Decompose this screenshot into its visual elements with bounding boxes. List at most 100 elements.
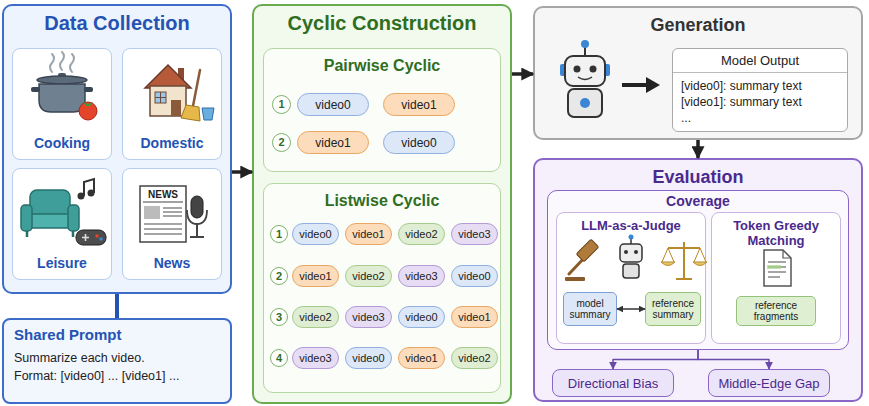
window-frame xyxy=(155,92,166,103)
armchair-arm xyxy=(21,205,32,231)
robot-body xyxy=(568,89,602,117)
video-pill: video3 xyxy=(451,223,498,245)
game-controller xyxy=(76,230,106,245)
video-pill: video1 xyxy=(345,223,392,245)
node-heading: video1 xyxy=(458,311,490,323)
node-heading: Shared Prompt xyxy=(14,326,122,343)
node-heading: Pairwise Cyclic xyxy=(324,57,441,75)
document-fold xyxy=(783,250,791,258)
video-pill: video0 xyxy=(297,93,369,116)
output-arrow-head xyxy=(646,77,660,93)
controller-dpad xyxy=(82,234,89,241)
node-heading: News xyxy=(154,255,191,271)
node-heading: video0 xyxy=(458,270,490,282)
category-card: News xyxy=(122,168,222,280)
node-heading: video2 xyxy=(458,352,490,364)
node-heading: 2 xyxy=(276,271,282,282)
node-heading: Generation xyxy=(650,13,745,37)
controller-button xyxy=(95,234,99,238)
judge-robot-eye xyxy=(624,250,628,254)
tomato xyxy=(79,102,97,120)
document-icon xyxy=(764,250,791,286)
node-heading: video1 xyxy=(315,136,350,150)
newspaper xyxy=(140,186,186,242)
judge-robot-antenna-tip xyxy=(629,235,634,240)
step-number: 3 xyxy=(270,308,288,326)
microphone-head xyxy=(191,196,203,218)
music-note-stem xyxy=(84,179,94,196)
node-heading: video1 xyxy=(401,98,436,112)
video-pill: video1 xyxy=(292,265,339,287)
broom-bristles xyxy=(181,105,200,121)
tomato-leaf xyxy=(83,102,93,106)
node-heading: video1 xyxy=(405,352,437,364)
flow-connector xyxy=(115,294,119,318)
armchair-arm xyxy=(68,205,79,231)
node-heading: Cyclic Construction xyxy=(288,11,477,35)
node-heading: video3 xyxy=(299,352,331,364)
node-heading: 4 xyxy=(276,353,282,364)
pot-handle xyxy=(84,87,93,92)
metric-box: Directional Bias xyxy=(552,369,674,397)
node-heading: reference summary xyxy=(648,298,698,320)
node-heading: video1 xyxy=(352,228,384,240)
step-number: 4 xyxy=(270,349,288,367)
cyclic-construction-panel: Cyclic ConstructionPairwise Cyclic1video… xyxy=(252,4,512,404)
node-text: [video1]: summary text xyxy=(681,94,839,110)
step-number: 1 xyxy=(270,225,288,243)
node-heading: video1 xyxy=(299,270,331,282)
video-pill: video3 xyxy=(292,347,339,369)
document-lines xyxy=(768,262,786,277)
node-heading: video3 xyxy=(458,228,490,240)
node-heading: Listwise Cyclic xyxy=(325,192,440,210)
judge-robot-antenna xyxy=(630,238,632,244)
scale-frame xyxy=(668,242,700,279)
robot-eye xyxy=(590,66,597,73)
armchair-seat xyxy=(27,214,73,228)
video-pill: video1 xyxy=(398,347,445,369)
flow-connector xyxy=(698,350,769,369)
robot-eye xyxy=(574,66,581,73)
flow-connector xyxy=(512,72,533,76)
node-heading: 3 xyxy=(276,312,282,323)
node-heading: 2 xyxy=(278,137,284,148)
pot-knob xyxy=(58,73,66,78)
video-pill: video1 xyxy=(383,93,455,116)
pot-handle xyxy=(31,87,40,92)
node-heading: Cooking xyxy=(34,135,90,151)
judge-robot-head xyxy=(620,244,642,262)
summary-chip: model summary xyxy=(563,292,617,326)
robot-head xyxy=(565,56,605,86)
microphone-holder xyxy=(187,210,207,224)
chimney xyxy=(178,68,184,80)
scale-pan xyxy=(693,262,707,266)
step-number: 1 xyxy=(272,95,291,114)
video-pill: video0 xyxy=(451,265,498,287)
newspaper-masthead: NEWS xyxy=(141,189,185,200)
robot-antenna-tip xyxy=(581,40,589,48)
steam-line xyxy=(60,52,64,70)
armchair-legs xyxy=(27,231,73,237)
gavel-handle xyxy=(569,256,586,274)
video-pill: video1 xyxy=(451,306,498,328)
video-pill: video2 xyxy=(451,347,498,369)
shared-prompt-box: Shared PromptSummarize each video.Format… xyxy=(2,318,232,404)
node-heading: video2 xyxy=(299,311,331,323)
newspaper-lines xyxy=(144,208,182,234)
video-pill: video3 xyxy=(345,306,392,328)
category-card: Cooking xyxy=(12,48,112,160)
node-text: [video0]: summary text xyxy=(681,78,839,94)
fragment-chip: reference fragments xyxy=(736,296,816,326)
node-heading: video3 xyxy=(405,270,437,282)
judge-robot-body xyxy=(623,264,639,278)
house-wall xyxy=(150,86,186,116)
node-heading: Directional Bias xyxy=(568,376,658,391)
node-heading: video0 xyxy=(315,98,350,112)
node-heading: Token Greedy Matching xyxy=(716,218,836,248)
house-roof xyxy=(145,65,191,88)
node-heading: Model Output xyxy=(673,53,847,73)
coverage-box: CoverageLLM-as-a-Judgemodel summaryrefer… xyxy=(547,190,849,350)
video-pill: video0 xyxy=(292,223,339,245)
